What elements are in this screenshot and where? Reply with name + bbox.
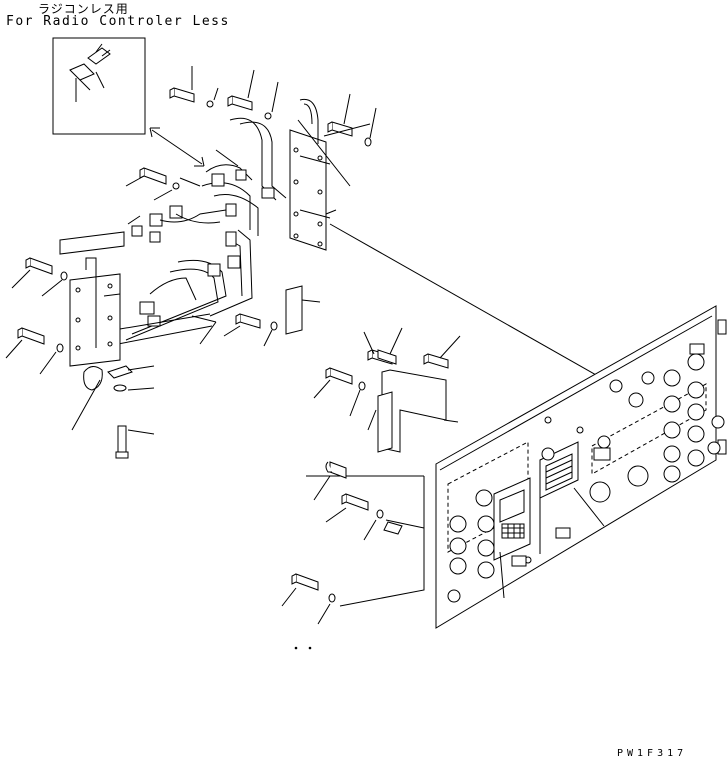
bolt-group-left bbox=[6, 258, 67, 374]
main-panel bbox=[436, 306, 726, 628]
bolt-group-panel bbox=[282, 462, 402, 649]
leader-line-low bbox=[340, 476, 424, 606]
harness-bracket-right bbox=[290, 99, 370, 250]
inset-box bbox=[53, 38, 145, 134]
keypad bbox=[502, 524, 524, 538]
bolt-group-top bbox=[126, 66, 376, 200]
leader-line-upper bbox=[330, 224, 612, 384]
harness-upper bbox=[60, 118, 286, 254]
radio-controller-less-label: For Radio Controler Less bbox=[6, 14, 230, 29]
left-bracket bbox=[70, 258, 154, 458]
drawing-code: PW1F317 bbox=[617, 748, 688, 759]
leader-line-clip bbox=[386, 520, 424, 528]
center-bracket bbox=[314, 328, 460, 452]
harness-lower bbox=[114, 230, 252, 344]
bolt-group-mid bbox=[224, 286, 320, 346]
double-arrow-icon bbox=[150, 128, 204, 166]
japanese-note-label: ラジコンレス用 bbox=[38, 2, 129, 16]
panel-knobs bbox=[448, 354, 724, 602]
